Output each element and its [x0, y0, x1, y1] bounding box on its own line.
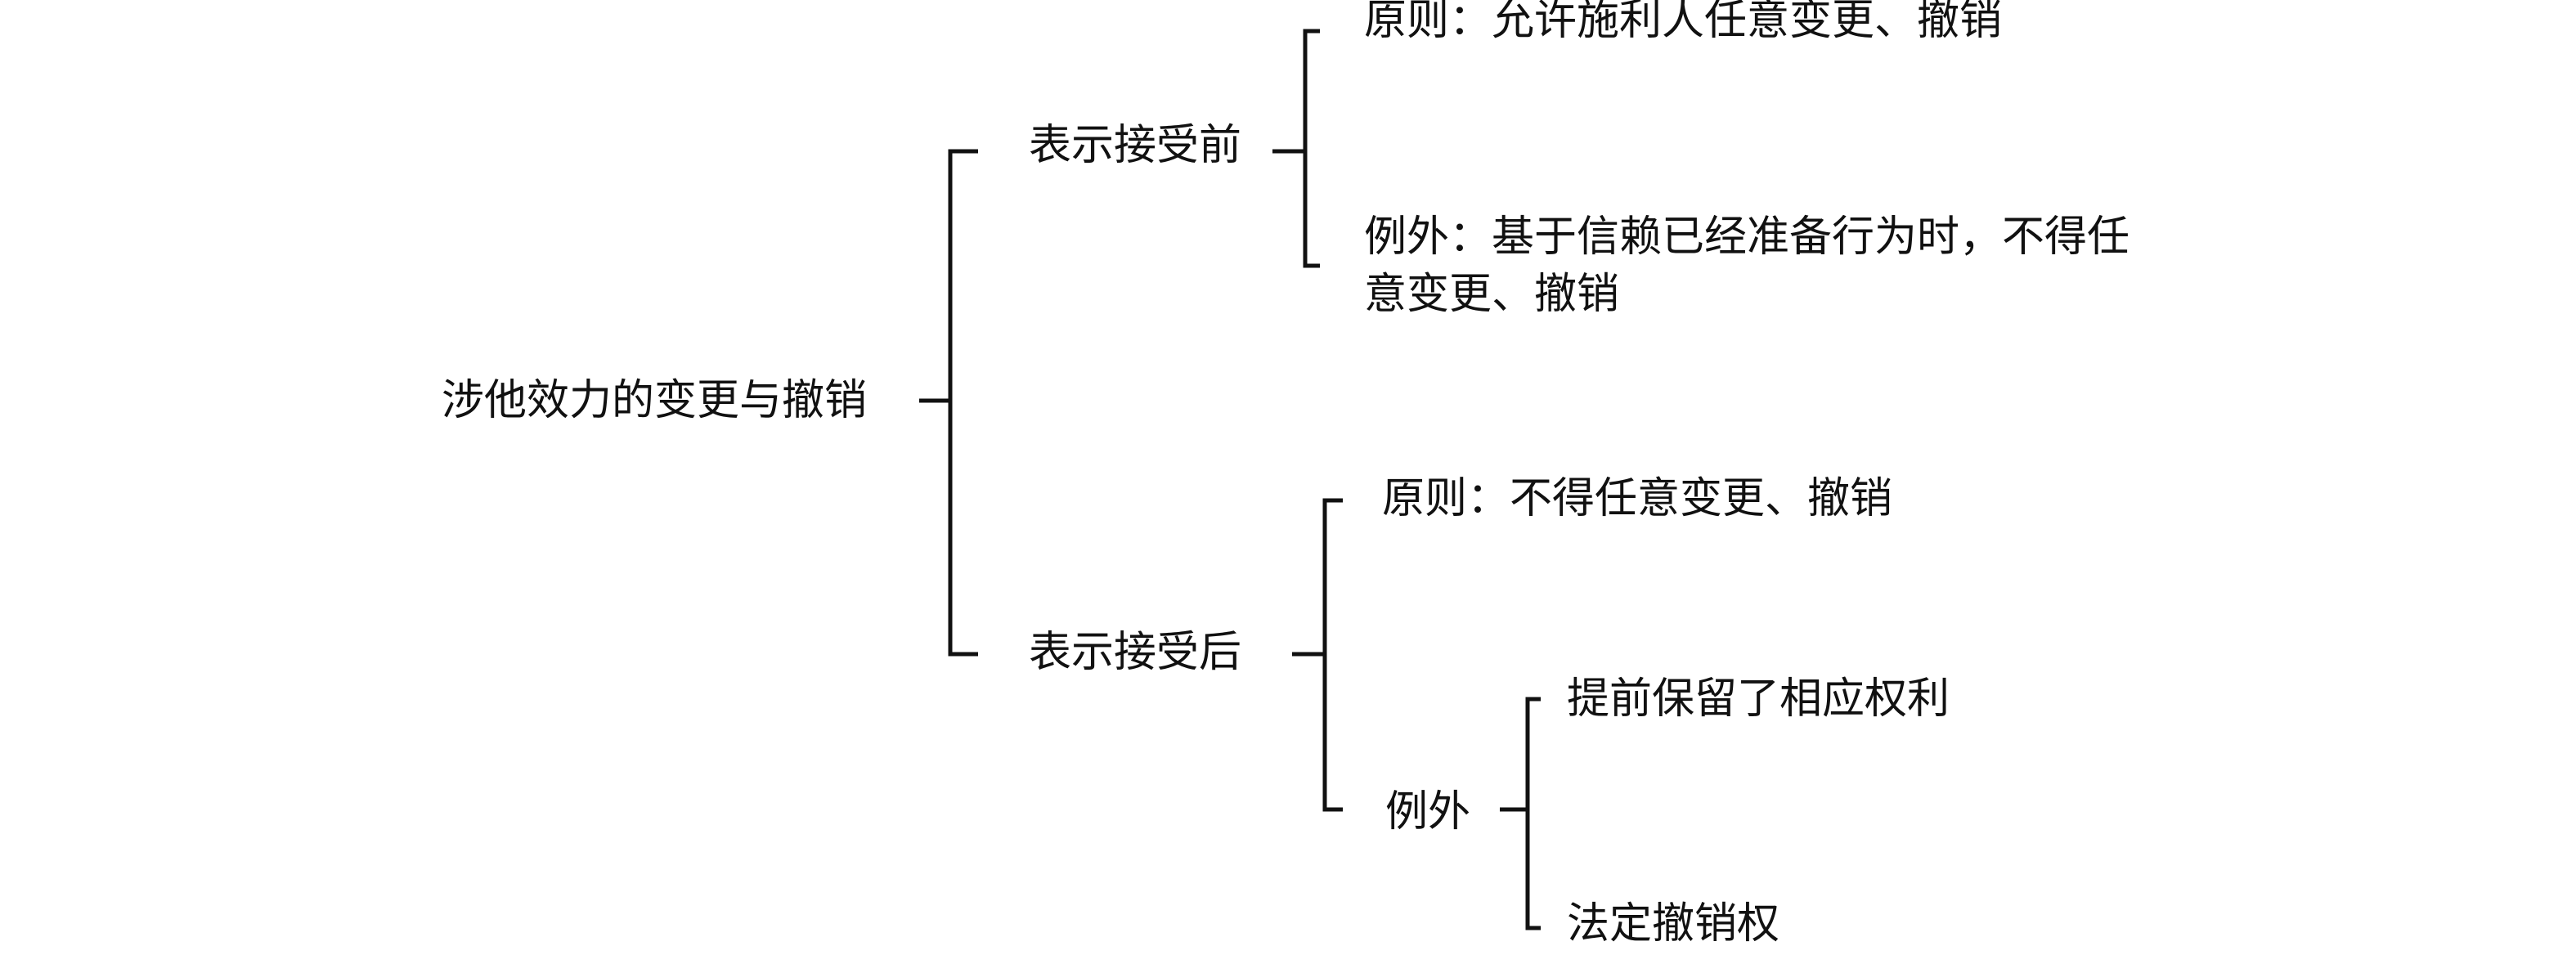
- after-acceptance-label: 表示接受后: [1029, 628, 1242, 677]
- after-bracket: [1322, 498, 1343, 812]
- after-exception-label: 例外: [1385, 787, 1471, 836]
- exception-item-reserved-right: 提前保留了相应权利: [1567, 675, 1950, 724]
- exception-bracket: [1525, 697, 1541, 930]
- exception-item-statutory-revocation: 法定撤销权: [1567, 899, 1780, 948]
- root-bracket: [948, 149, 978, 657]
- after-principle-text: 原则：不得任意变更、撤销: [1382, 474, 1893, 523]
- before-bracket: [1303, 29, 1320, 268]
- before-acceptance-label: 表示接受前: [1029, 121, 1242, 170]
- before-exception-text: 例外：基于信赖已经准备行为时，不得任意变更、撤销: [1364, 213, 2130, 319]
- root-label: 涉他效力的变更与撤销: [442, 376, 868, 425]
- before-principle-text: 原则：允许施利人任意变更、撤销: [1364, 0, 2003, 45]
